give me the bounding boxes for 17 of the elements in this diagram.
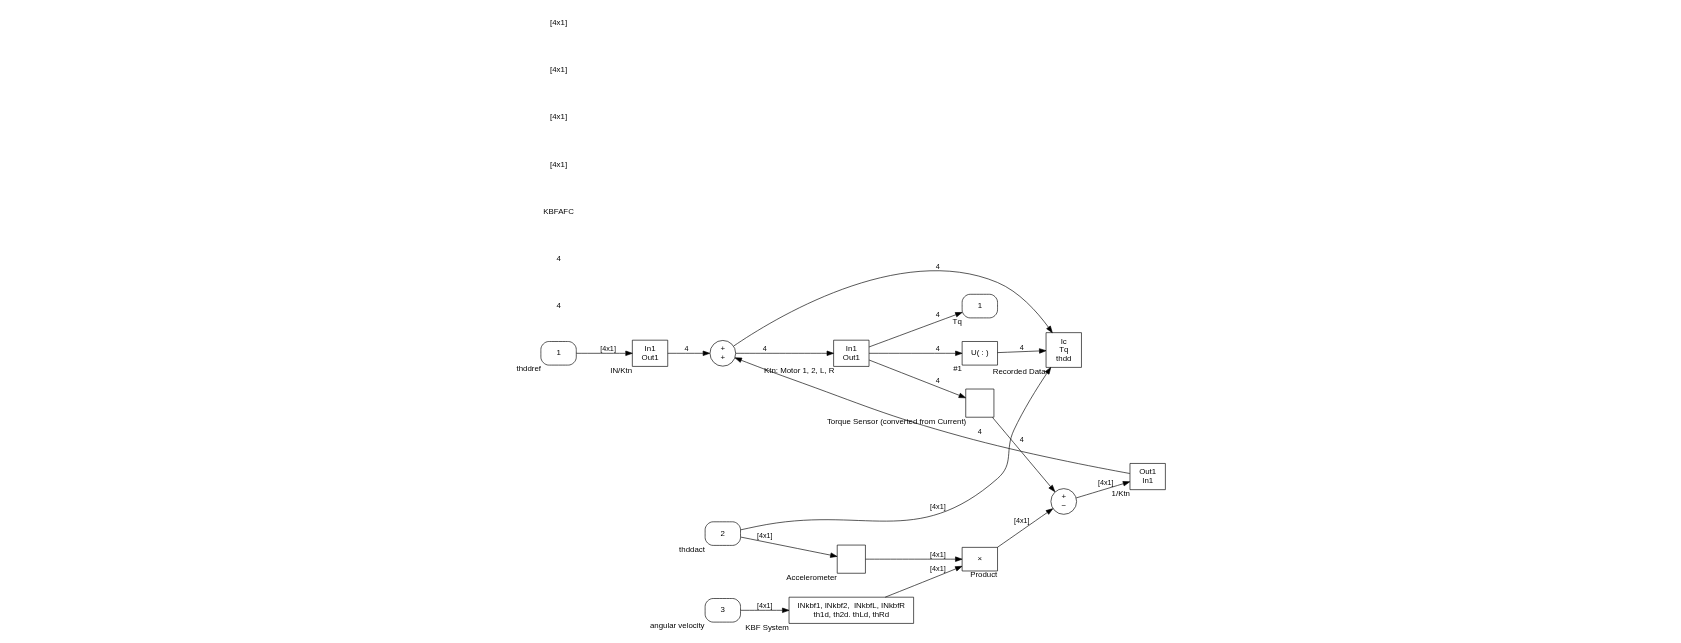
edge-label: 4 [935,344,940,354]
edge-label: 4 [1019,342,1024,352]
edge-label: [4x1] [1013,515,1030,525]
edge-label: 4 [1019,434,1024,444]
edge-label: 4 [762,344,767,354]
edge-label: 4 [935,310,940,320]
edge-label: [4x1] [756,531,773,541]
edge-label: [4x1] [929,550,946,560]
edge-label: 4 [977,427,982,437]
edge-label: [4x1] [756,601,773,611]
edge-label: 4 [935,375,940,385]
edge-label: 4 [935,262,940,272]
edge-label: [4x1] [599,344,616,354]
edge-label: [4x1] [929,563,946,573]
edge-label: 4 [683,344,688,354]
edge-label: [4x1] [929,502,946,512]
edge-label: [4x1] [1097,477,1114,487]
